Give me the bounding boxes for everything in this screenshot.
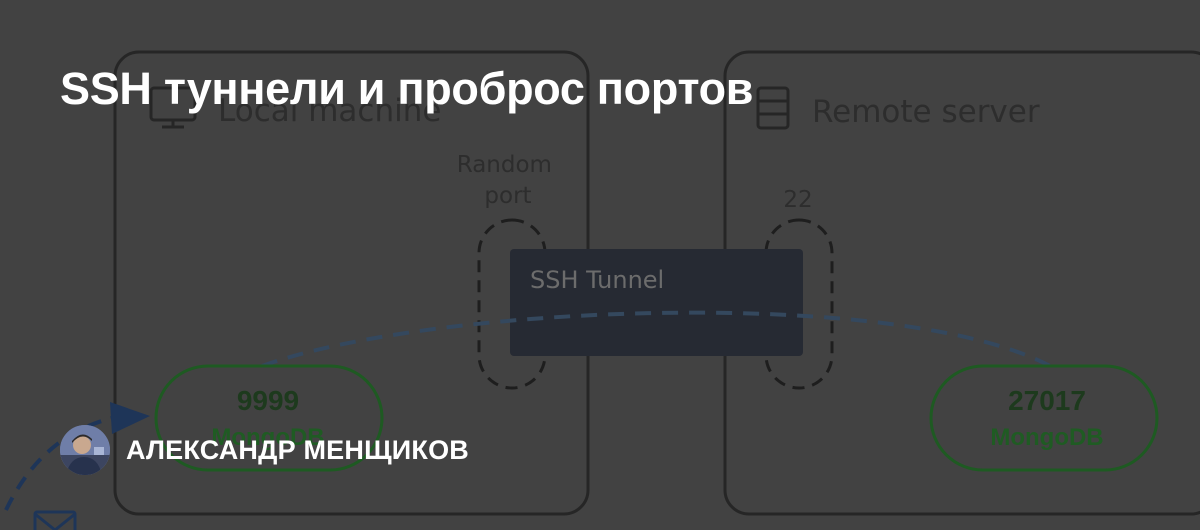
mail-icon bbox=[33, 510, 77, 530]
remote-server-label: Remote server bbox=[812, 94, 1040, 130]
random-port-caption-line1: Random bbox=[457, 152, 552, 178]
tunnel-flow-line bbox=[261, 310, 1053, 369]
author-info[interactable]: АЛЕКСАНДР МЕНЩИКОВ bbox=[60, 425, 469, 475]
local-port-number: 9999 bbox=[237, 385, 299, 416]
author-name[interactable]: АЛЕКСАНДР МЕНЩИКОВ bbox=[126, 434, 469, 465]
remote-port-number: 27017 bbox=[1008, 385, 1086, 416]
local-service-name: MongoDB bbox=[211, 424, 324, 451]
ssh-tunnel-label: SSH Tunnel bbox=[530, 266, 664, 294]
ssh-tunnel-box bbox=[510, 249, 803, 356]
random-port-caption-line2: port bbox=[484, 183, 531, 209]
local-mongodb-pill bbox=[154, 364, 384, 472]
article-title[interactable]: SSH туннели и проброс портов bbox=[60, 63, 754, 114]
monitor-icon bbox=[149, 86, 197, 129]
remote-service-name: MongoDB bbox=[990, 424, 1103, 451]
client-connection-line bbox=[4, 416, 113, 511]
local-machine-label: Local machine bbox=[218, 93, 441, 129]
random-port-caption: Random port bbox=[457, 152, 560, 209]
author-avatar[interactable] bbox=[60, 425, 110, 475]
ssh-port-caption: 22 bbox=[783, 187, 812, 213]
arrow-head-icon bbox=[110, 402, 150, 434]
server-icon bbox=[756, 86, 790, 130]
remote-mongodb-pill bbox=[929, 364, 1159, 472]
